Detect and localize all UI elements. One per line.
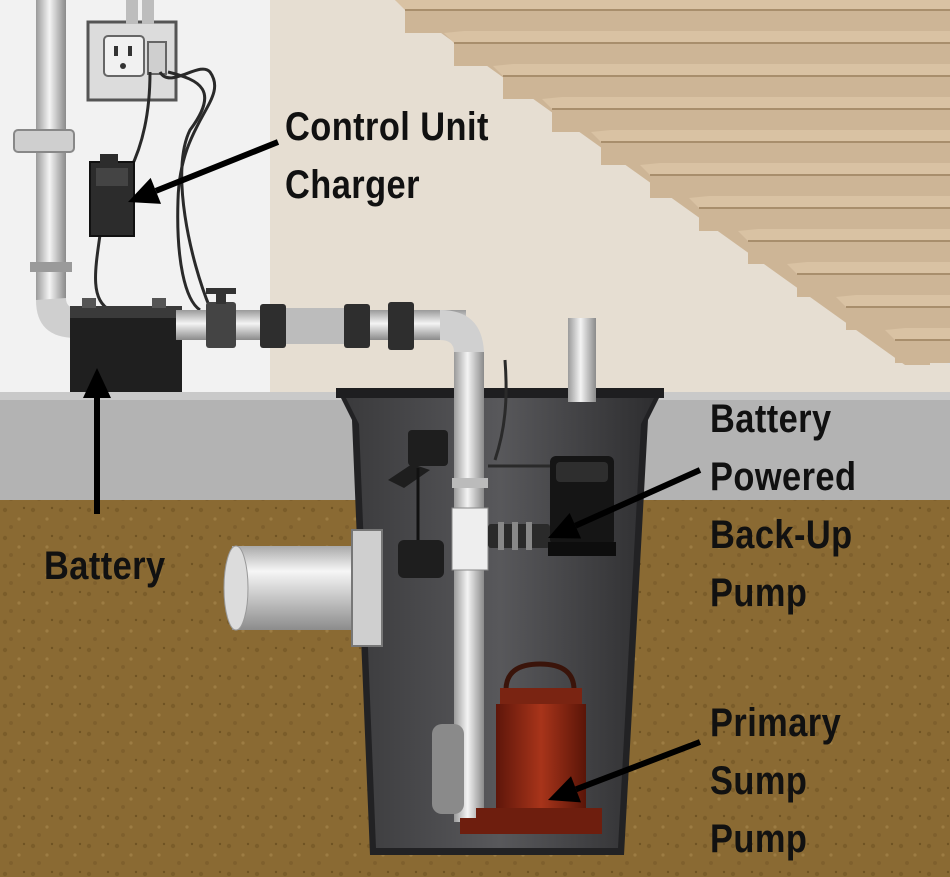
float-switch-icon	[388, 430, 448, 578]
stair-riser	[699, 208, 950, 231]
stair-riser	[748, 241, 950, 264]
stair-tread	[836, 295, 950, 307]
arrow-primary-pump-head	[548, 776, 582, 803]
callout-arrows	[83, 139, 702, 803]
stair-tread	[444, 31, 950, 43]
arrow-backup-pump-head	[548, 512, 582, 539]
label-battery-text: Battery	[44, 544, 166, 588]
label-backup-pump-line-1: Battery	[710, 397, 832, 441]
stair-riser	[503, 76, 950, 99]
label-backup-pump-line-3: Back-Up	[710, 513, 853, 557]
label-backup-pump-line-4: Pump	[710, 571, 808, 615]
stair-riser	[454, 43, 950, 66]
stair-riser	[846, 307, 950, 330]
gate-valve-icon	[206, 288, 236, 348]
stair-riser	[650, 175, 950, 198]
stair-tread	[542, 97, 950, 109]
battery-icon	[70, 298, 182, 392]
label-battery: Battery	[44, 537, 166, 595]
label-control-unit-line-2: Charger	[285, 163, 420, 207]
label-control-unit-charger: Control Unit Charger	[285, 98, 489, 214]
primary-pump-icon	[432, 661, 602, 834]
conduit-2	[142, 0, 154, 24]
stair-tread	[640, 163, 950, 175]
stair-riser	[895, 340, 950, 363]
label-primary-pump-line-1: Primary	[710, 701, 842, 745]
stair-tread	[591, 130, 950, 142]
backup-pump-icon	[488, 456, 616, 556]
stair-tread	[493, 64, 950, 76]
stair-riser	[405, 10, 950, 33]
label-backup-pump: Battery Powered Back-Up Pump	[710, 390, 856, 622]
label-primary-pump: Primary Sump Pump	[710, 694, 841, 868]
conduit	[126, 0, 138, 24]
stair-riser	[797, 274, 950, 297]
pipe-clamp	[452, 478, 488, 488]
arrow-backup-pump-shaft	[574, 467, 702, 529]
label-primary-pump-line-3: Pump	[710, 817, 808, 861]
stair-riser	[601, 142, 950, 165]
wall-pipe	[13, 0, 80, 338]
stair-riser	[552, 109, 950, 132]
inlet-pipe	[223, 529, 383, 647]
pipe-tee	[451, 507, 489, 571]
stair-tread	[738, 229, 950, 241]
label-backup-pump-line-2: Powered	[710, 455, 857, 499]
stair-tread	[689, 196, 950, 208]
arrow-control-unit-head	[128, 177, 162, 204]
arrow-battery-head	[83, 368, 111, 398]
check-valve-icon	[260, 302, 414, 350]
wires	[94, 67, 556, 468]
label-primary-pump-line-2: Sump	[710, 759, 808, 803]
control-unit-icon	[89, 154, 135, 237]
arrow-primary-pump-shaft	[574, 739, 702, 793]
outlet-box-icon	[86, 20, 178, 102]
vent-pipe	[568, 318, 596, 402]
stair-tread	[885, 328, 950, 340]
stair-tread	[787, 262, 950, 274]
label-control-unit-line-1: Control Unit	[285, 105, 489, 149]
stair-tread	[395, 0, 950, 10]
arrow-control-unit-shaft	[154, 139, 280, 194]
stair-steps	[395, 0, 950, 363]
